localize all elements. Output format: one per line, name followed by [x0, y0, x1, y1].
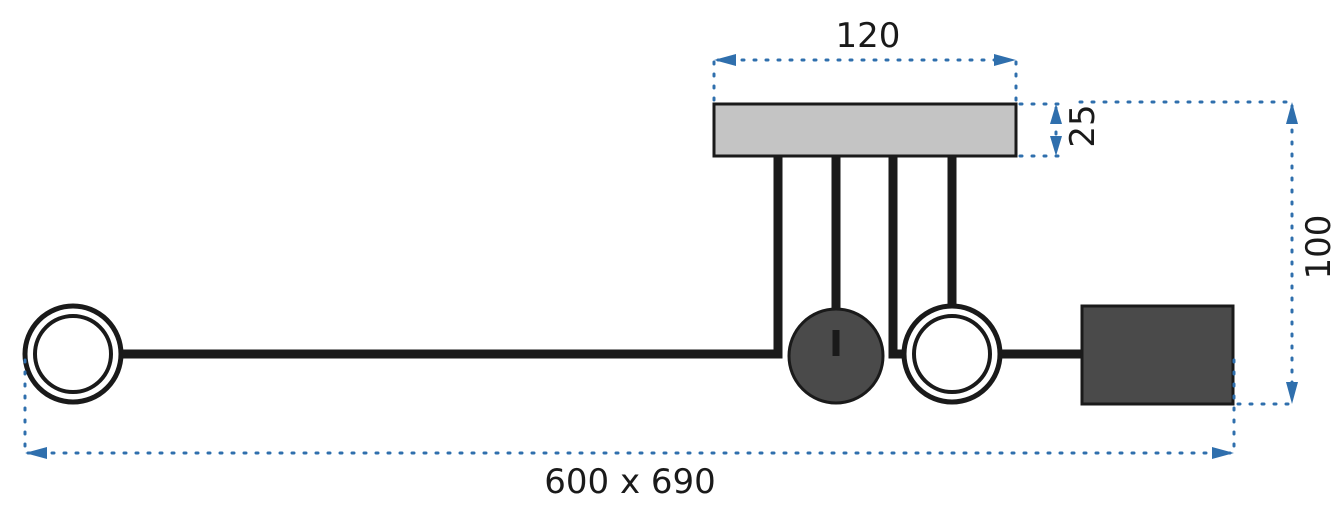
cable-left-arm [120, 156, 783, 359]
arrow-width-left [714, 54, 736, 66]
ceiling-canopy [712, 102, 1018, 158]
arrow-drop-top [1286, 102, 1298, 124]
white-globe-right [901, 303, 1003, 405]
dimension-arrows [25, 54, 1298, 459]
arrow-span-left [25, 447, 47, 459]
label-canopy-height: 25 [1063, 104, 1103, 147]
label-drop-height: 100 [1299, 215, 1339, 280]
dark-box-shade [1080, 304, 1235, 406]
white-globe-left [22, 303, 124, 405]
arrow-height-bottom [1050, 136, 1062, 156]
cable-middle [888, 156, 906, 359]
label-overall-span: 600 x 690 [544, 462, 716, 502]
arrow-width-right [994, 54, 1016, 66]
arrow-drop-bottom [1286, 382, 1298, 404]
arrow-span-right [1212, 447, 1234, 459]
label-canopy-width: 120 [836, 16, 901, 56]
arrow-height-top [1050, 104, 1062, 124]
